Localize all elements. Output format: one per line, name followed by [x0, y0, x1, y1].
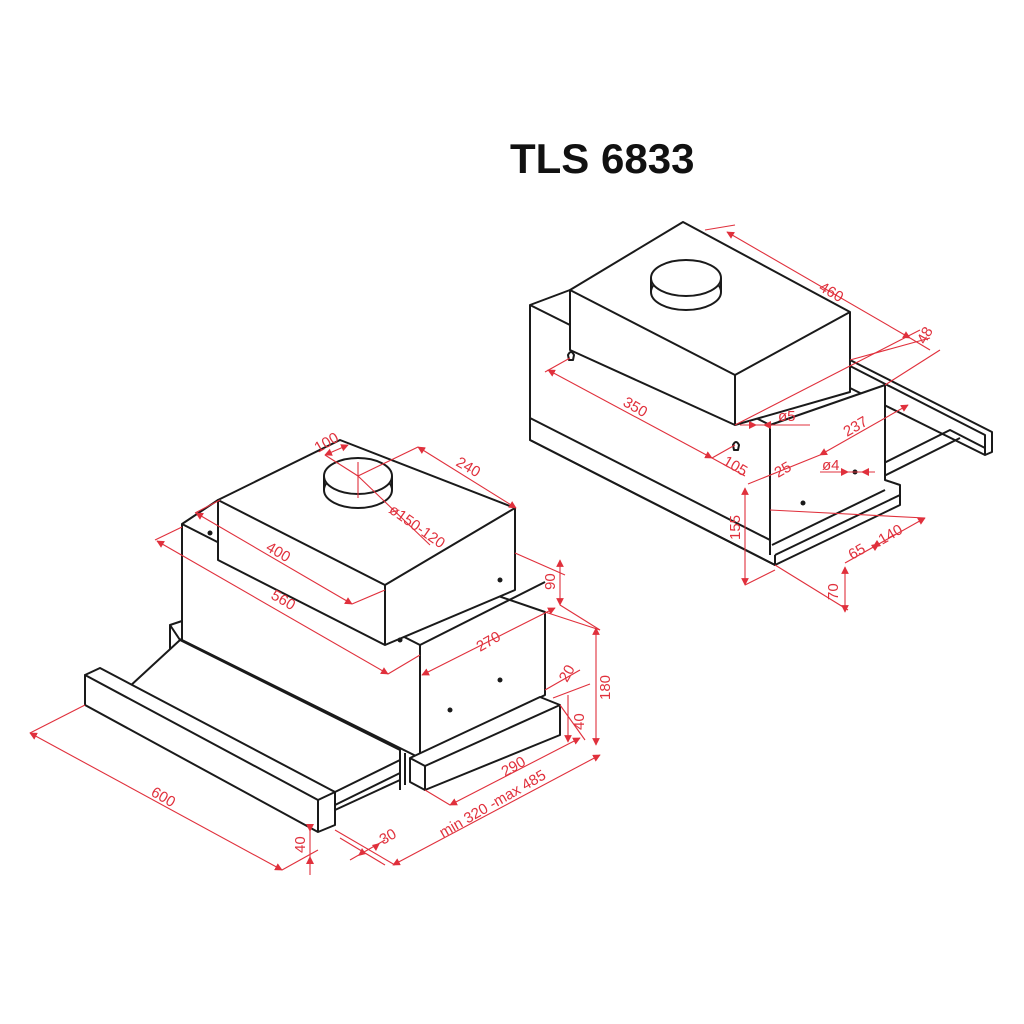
dim-o5: ø5: [778, 408, 796, 425]
dim-o4: ø4: [822, 457, 840, 474]
dim-30: 30: [377, 825, 400, 848]
dim-90: 90: [542, 573, 559, 590]
dim-600: 600: [148, 784, 178, 811]
dim-140: 140: [876, 521, 906, 548]
dim-65: 65: [846, 540, 869, 563]
dim-40-right: 40: [571, 713, 588, 730]
dim-180: 180: [597, 675, 614, 700]
dim-25: 25: [772, 458, 795, 481]
dim-40-front: 40: [292, 836, 309, 853]
dim-70: 70: [825, 583, 842, 600]
dim-48: 48: [914, 324, 937, 347]
model-title: TLS 6833: [510, 135, 695, 182]
dim-155: 155: [727, 515, 744, 540]
rear-view-hood: [529, 221, 993, 566]
dim-20: 20: [556, 662, 579, 685]
dim-240: 240: [453, 454, 483, 481]
